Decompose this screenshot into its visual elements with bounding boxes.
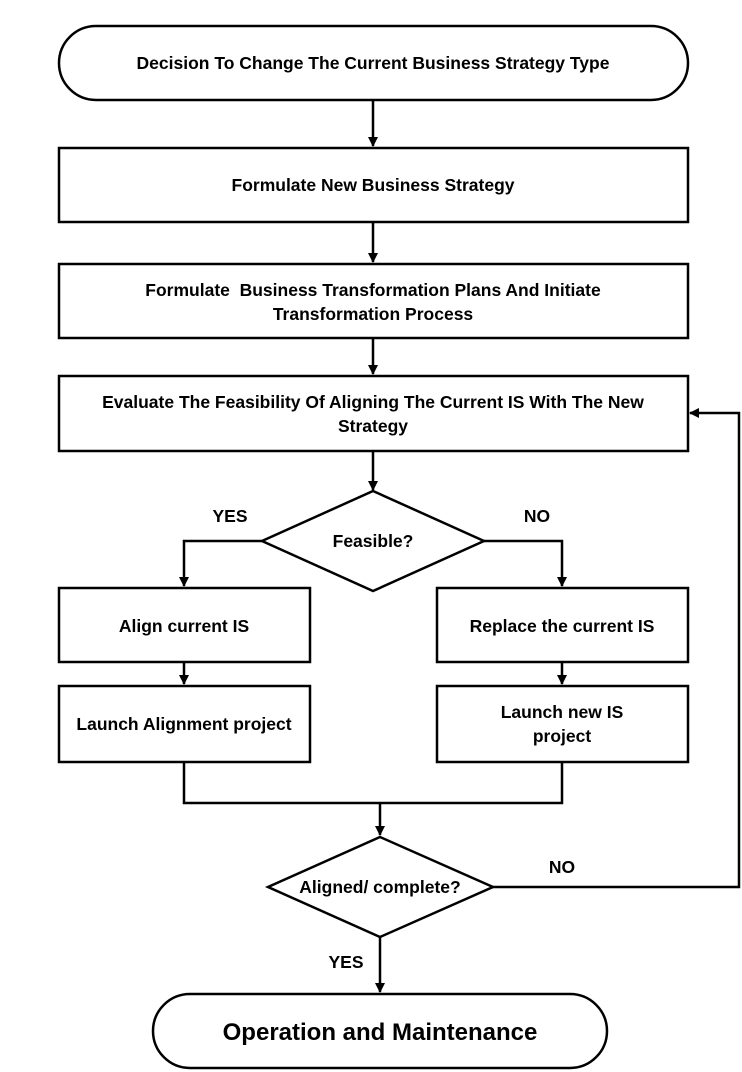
evaluate-label-line1: Evaluate The Feasibility Of Aligning The… xyxy=(102,392,644,412)
formulate-strategy-node: Formulate New Business Strategy xyxy=(57,146,690,224)
launch-new-label-line1: Launch new IS xyxy=(501,702,624,722)
feasible-no-label: NO xyxy=(524,506,550,526)
end-label: Operation and Maintenance xyxy=(223,1019,538,1046)
launch-alignment-node: Launch Alignment project xyxy=(57,684,312,764)
evaluate-label-line2: Strategy xyxy=(338,416,408,436)
transformation-label-line1: Formulate Business Transformation Plans … xyxy=(145,280,601,300)
arrow-feasible-no xyxy=(484,539,567,587)
align-label: Align current IS xyxy=(119,616,249,636)
evaluate-node: Evaluate The Feasibility Of Aligning The… xyxy=(57,374,690,453)
replace-label: Replace the current IS xyxy=(470,616,655,636)
launch-new-node: Launch new IS project xyxy=(435,684,690,764)
replace-node: Replace the current IS xyxy=(435,586,690,664)
arrow-aligned-no-loop xyxy=(493,408,741,889)
launch-alignment-label: Launch Alignment project xyxy=(76,714,291,734)
start-node: Decision To Change The Current Business … xyxy=(57,24,690,102)
aligned-label: Aligned/ complete? xyxy=(299,877,460,897)
aligned-no-label: NO xyxy=(549,857,575,877)
feasible-label: Feasible? xyxy=(333,531,414,551)
launch-new-label-line2: project xyxy=(533,726,592,746)
merge-connector xyxy=(182,762,564,805)
feasible-decision: Feasible? xyxy=(258,489,488,593)
arrow-feasible-yes xyxy=(179,539,262,587)
transformation-node: Formulate Business Transformation Plans … xyxy=(57,262,690,340)
transformation-label-line2: Transformation Process xyxy=(273,304,474,324)
end-node: Operation and Maintenance xyxy=(151,992,609,1070)
aligned-yes-label: YES xyxy=(328,952,363,972)
feasible-yes-label: YES xyxy=(212,506,247,526)
start-label: Decision To Change The Current Business … xyxy=(137,53,610,73)
aligned-decision: Aligned/ complete? xyxy=(264,835,497,939)
formulate-strategy-label: Formulate New Business Strategy xyxy=(232,175,515,195)
align-node: Align current IS xyxy=(57,586,312,664)
